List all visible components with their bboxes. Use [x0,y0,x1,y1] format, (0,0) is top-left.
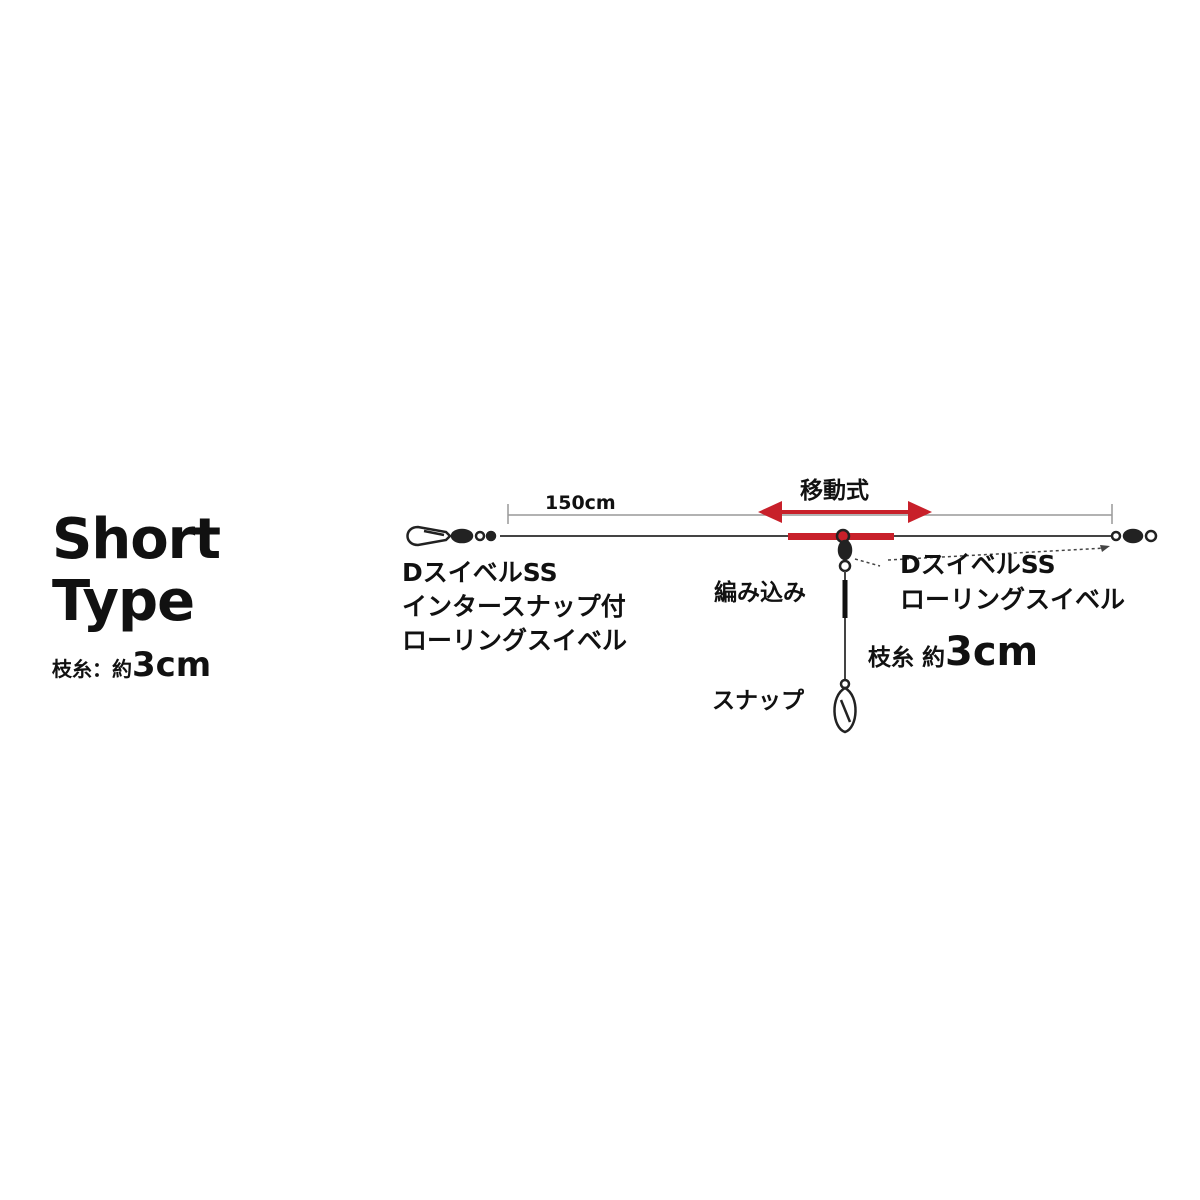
left-swivel-line2: インタースナップ付 [402,592,626,621]
length-label: 150cm [545,492,616,514]
movable-arrow-icon [758,501,932,523]
length-dimension [507,504,1113,524]
left-snap-swivel-icon [406,525,497,547]
right-swivel-pointer [887,547,1107,561]
right-swivel-line1: DスイベルSS [900,550,1056,579]
branch-value: 3cm [945,629,1039,675]
title-short: Short [52,507,221,572]
right-rolling-swivel-icon [1110,528,1158,544]
branch-label: 枝糸 約 [868,645,946,671]
left-swivel-line3: ローリングスイベル [402,626,628,655]
branch-spec: 枝糸 約3cm [868,632,1038,672]
braided-label: 編み込み [714,580,806,606]
title-type: Type [52,569,195,634]
heading-branch-value: 3cm [132,645,212,685]
right-swivel-line2: ローリングスイベル [900,585,1126,614]
bottom-snap-icon [833,678,857,734]
center-swivel-icon [835,528,853,573]
left-swivel-line1: DスイベルSS [402,558,558,587]
snap-label: スナップ [712,688,804,714]
movable-label: 移動式 [800,478,869,504]
heading-branch-label: 枝糸：約 [52,657,132,681]
heading-branch-spec: 枝糸：約3cm [52,648,211,682]
center-swivel-pointer [854,558,881,567]
